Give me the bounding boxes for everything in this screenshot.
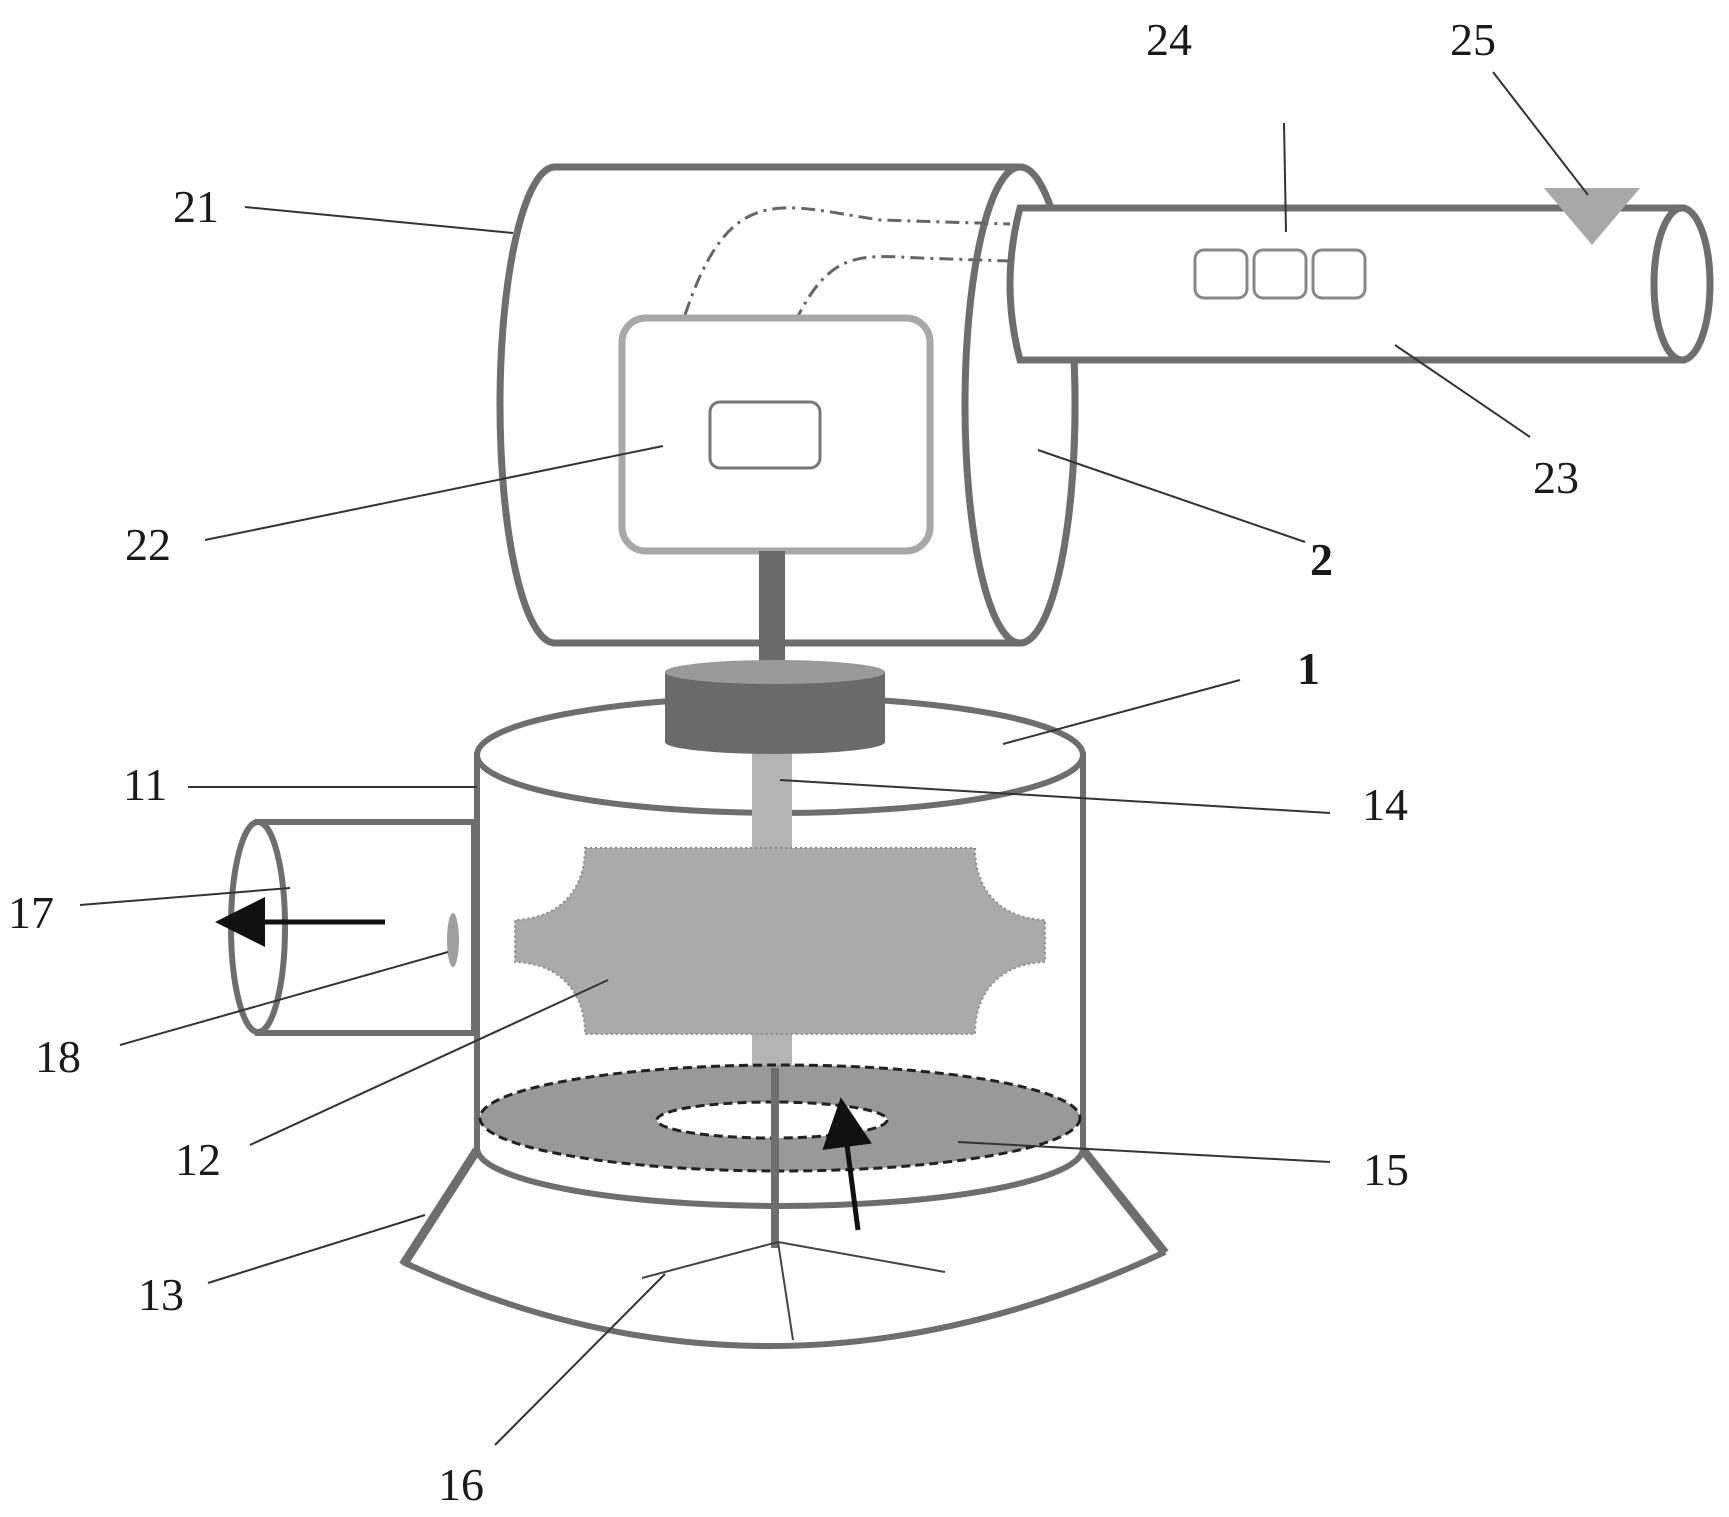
valve-18	[447, 913, 459, 967]
skirt-13	[399, 1147, 1169, 1350]
label-18: 18	[35, 1031, 81, 1082]
controller-box-22	[618, 314, 934, 555]
label-21: 21	[173, 181, 219, 232]
label-22: 22	[125, 519, 171, 570]
shaft-motor	[759, 551, 785, 671]
label-12: 12	[175, 1134, 221, 1185]
stem	[771, 1068, 779, 1248]
leader-lines	[79, 71, 1589, 1446]
label-1: 1	[1297, 643, 1320, 694]
label-24: 24	[1146, 14, 1192, 65]
label-13: 13	[138, 1269, 184, 1320]
signal-lines	[683, 206, 1011, 323]
label-15: 15	[1363, 1144, 1409, 1195]
sensor-group-24	[1193, 248, 1367, 300]
legs-16	[641, 1241, 946, 1341]
filter-plate-15	[478, 1063, 1082, 1173]
reference-labels: 21 22 2 24 25 23 1 11 14 17 18 12 15 13 …	[8, 14, 1579, 1510]
label-25: 25	[1450, 14, 1496, 65]
impeller-12	[514, 847, 1046, 1035]
inflow-arrow	[822, 1097, 873, 1231]
label-17: 17	[8, 887, 54, 938]
label-14: 14	[1362, 779, 1408, 830]
label-23: 23	[1533, 452, 1579, 503]
label-11: 11	[123, 759, 167, 810]
motor-coupling	[665, 660, 885, 754]
outlet-pipe-17	[228, 819, 477, 1036]
label-2: 2	[1310, 534, 1333, 585]
marker-triangle-25	[1544, 188, 1640, 245]
label-16: 16	[438, 1459, 484, 1510]
